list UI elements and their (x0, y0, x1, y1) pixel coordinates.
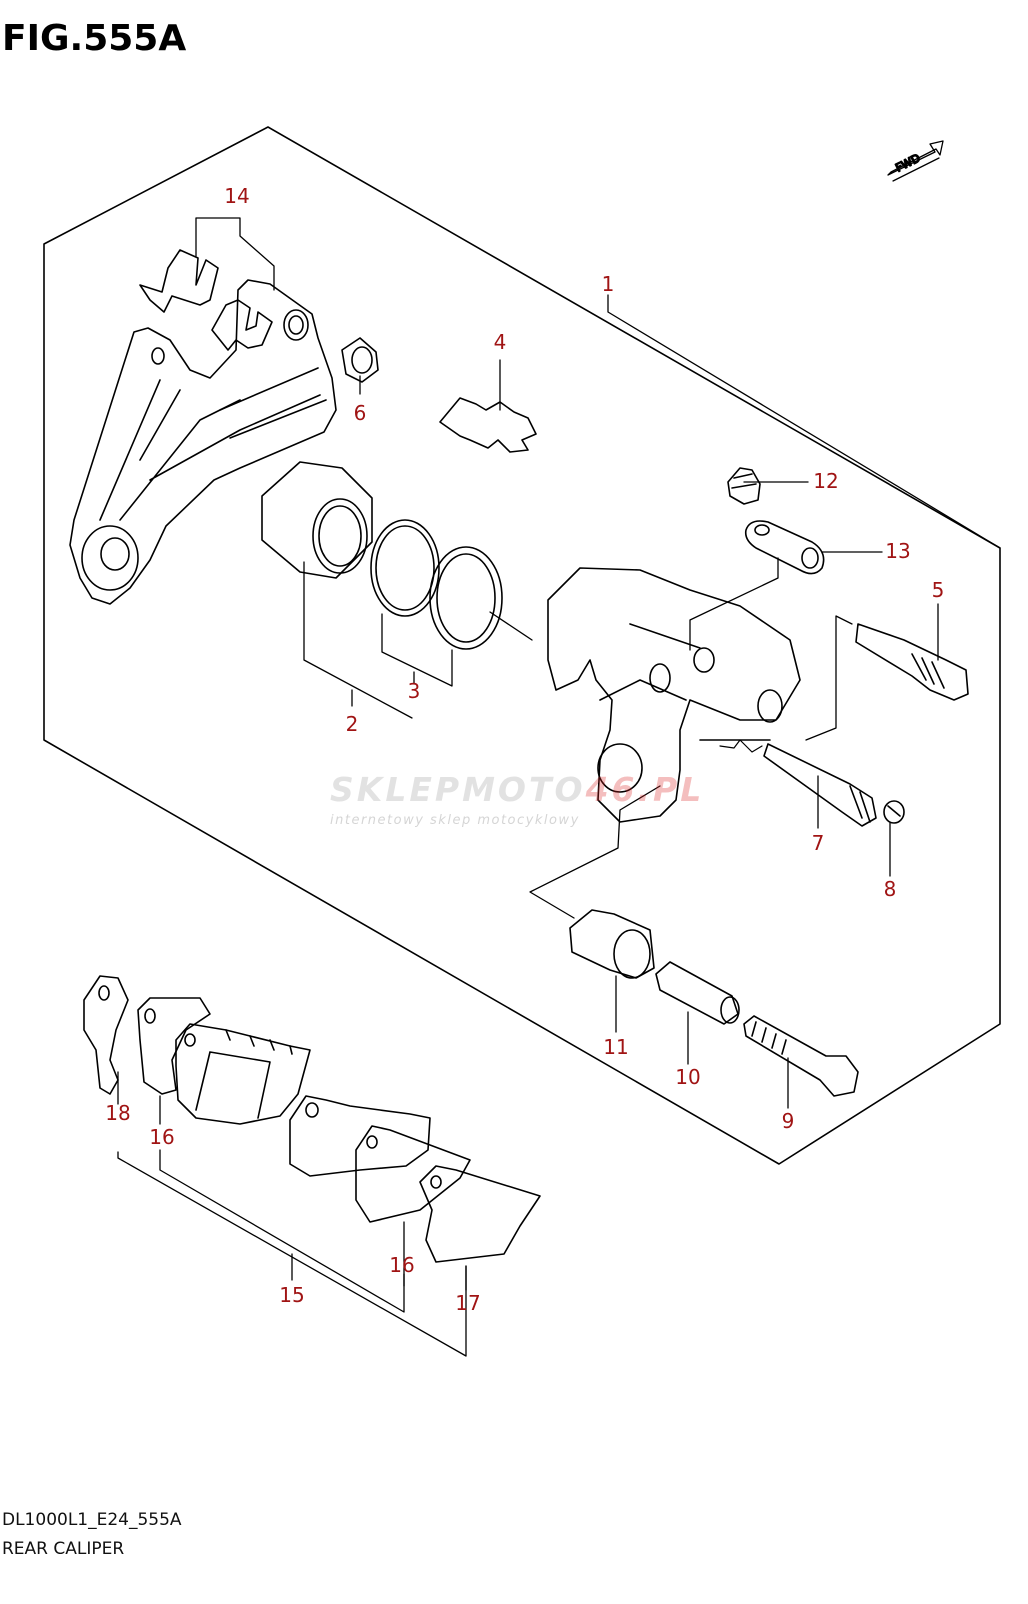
pad-shim-17-part (419, 1165, 541, 1263)
callout-1: 1 (602, 272, 615, 296)
piston-part (261, 461, 373, 579)
figure-model-code: DL1000L1_E24_555A (2, 1510, 182, 1530)
callout-8: 8 (884, 877, 897, 901)
sleeve-part (655, 961, 740, 1025)
callout-5: 5 (932, 578, 945, 602)
brake-pad-part (175, 1023, 311, 1125)
piston-seal-part (370, 519, 440, 617)
caliper-body-part (547, 567, 801, 823)
callout-14: 14 (224, 184, 249, 208)
callout-17: 17 (455, 1291, 480, 1315)
assembly-boundary (43, 126, 1001, 1165)
watermark-tagline: internetowy sklep motocyklowy (330, 813, 580, 828)
bleeder-valve-part (727, 467, 761, 505)
pad-shim-16b-part (355, 1125, 471, 1223)
pad-clip-part (439, 397, 537, 453)
callout-9: 9 (782, 1109, 795, 1133)
watermark-brand-a: SKLEPMOTO (330, 770, 586, 809)
callout-18: 18 (105, 1101, 130, 1125)
callout-numbers: 14 1 4 6 12 13 5 3 2 7 8 11 10 9 18 16 1… (105, 184, 944, 1315)
callout-7: 7 (812, 831, 825, 855)
boot-part (341, 337, 379, 383)
fwd-label: FWD (893, 151, 922, 174)
figure-title: FIG.555A (2, 18, 187, 59)
callout-13: 13 (885, 539, 910, 563)
pad-spring-part (139, 249, 273, 351)
callout-16: 16 (149, 1125, 174, 1149)
pad-shim-16-part (137, 997, 211, 1095)
figure-name: REAR CALIPER (2, 1539, 125, 1559)
caliper-bolt-part (743, 1015, 859, 1097)
callout-16b: 16 (389, 1253, 414, 1277)
pad-shim-18-part (83, 975, 129, 1095)
fwd-arrow-icon: FWD (887, 140, 944, 182)
callout-10: 10 (675, 1065, 700, 1089)
dust-seal-part (429, 546, 503, 650)
watermark-brand-b: 46.PL (585, 770, 705, 809)
slide-pin-part (763, 743, 877, 827)
callout-6: 6 (354, 401, 367, 425)
caliper-bracket-part (69, 279, 337, 605)
rubber-boot-part (569, 909, 655, 979)
callout-11: 11 (603, 1035, 628, 1059)
callout-3: 3 (408, 679, 421, 703)
callout-2: 2 (346, 712, 359, 736)
brake-pad-front-part (289, 1095, 431, 1177)
callout-12: 12 (813, 469, 838, 493)
callout-15: 15 (279, 1283, 304, 1307)
callout-4: 4 (494, 330, 507, 354)
pin-plug-part (883, 800, 905, 824)
leader-lines (117, 217, 1001, 1357)
pad-pin-part (855, 623, 969, 701)
watermark-brand: SKLEPMOTO46.PL (330, 770, 704, 809)
bleeder-cap-part (744, 520, 825, 575)
